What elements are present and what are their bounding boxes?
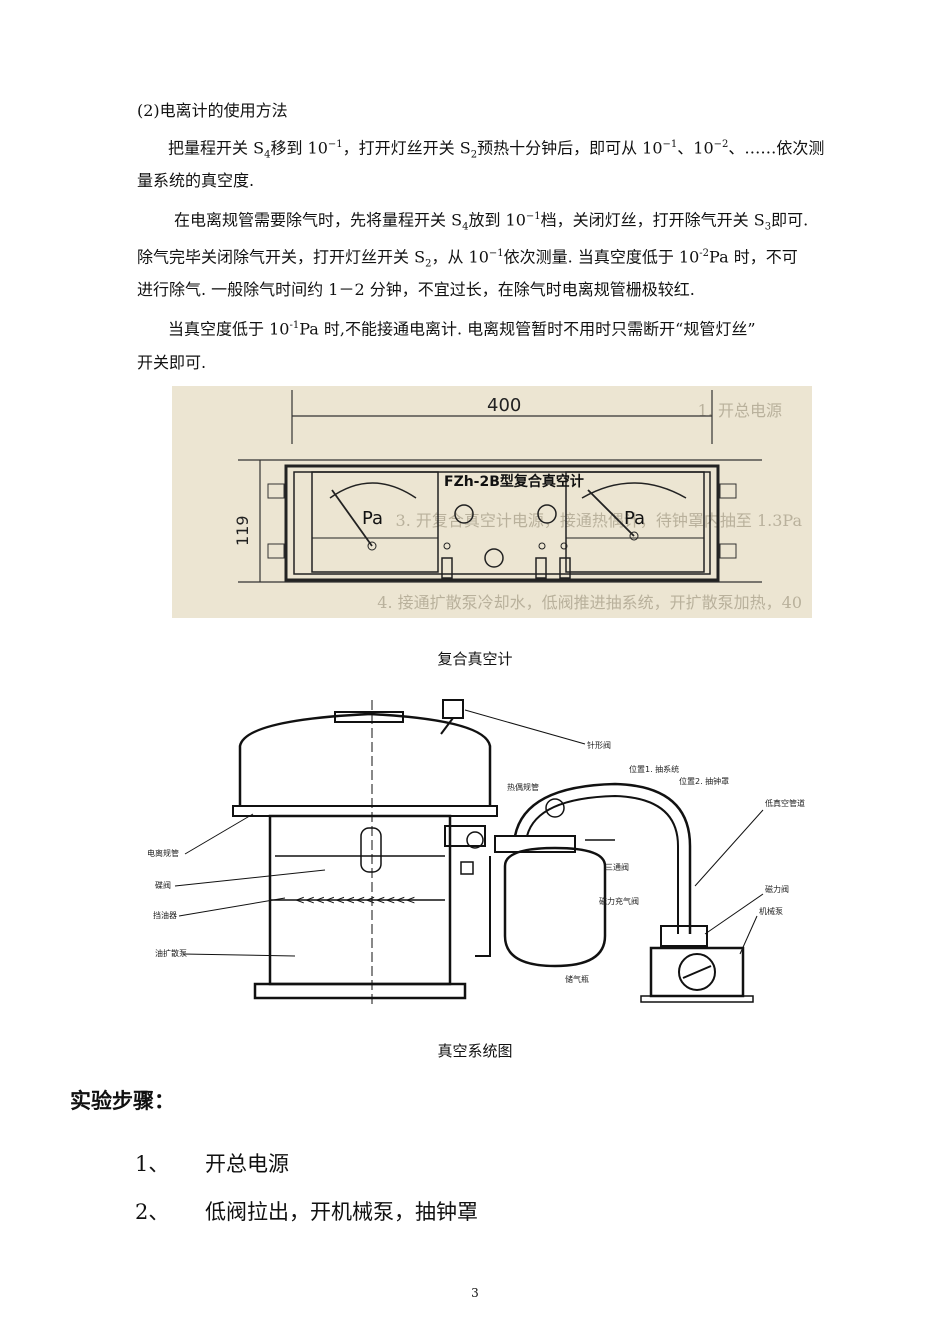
paragraph-3-line-2: 开关即可. — [137, 353, 207, 372]
figure2-caption: 真空系统图 — [437, 1042, 513, 1060]
paragraph-1-line-2: 量系统的真空度. — [137, 171, 255, 190]
dim-height-label: 119 — [233, 515, 252, 546]
composite-vacuum-gauge-figure: 1. 开总电源 3. 开复合真空计电源，接通热偶计，待钟罩内抽至 1.3Pa 4… — [172, 386, 812, 618]
label-ion-gauge: 电离规管 — [147, 848, 179, 858]
paragraph-2-line-1: 在电离规管需要除气时，先将量程开关 S4放到 10−1档，关闭灯丝，打开除气开关… — [174, 210, 809, 233]
step-number: 2、 — [135, 1200, 170, 1224]
label-thermocouple: 热偶规管 — [507, 782, 539, 792]
steps-heading: 实验步骤： — [70, 1089, 175, 1113]
left-meter-unit: Pa — [362, 508, 383, 529]
paragraph-1-line-1: 把量程开关 S4移到 10−1，打开灯丝开关 S2预热十分钟后，即可从 10−1… — [168, 138, 825, 161]
label-high-valve: 碟阀 — [155, 881, 171, 890]
paragraph-2-line-2: 除气完毕关闭除气开关，打开灯丝开关 S2，从 10−1依次测量. 当真空度低于 … — [137, 247, 798, 270]
label-mag-inflate: 磁力充气阀 — [599, 896, 639, 906]
figure1-caption: 复合真空计 — [437, 650, 513, 668]
step-text: 低阀拉出，开机械泵，抽钟罩 — [205, 1200, 478, 1224]
bg-text-2: 3. 开复合真空计电源，接通热偶计，待钟罩内抽至 1.3Pa — [396, 511, 803, 530]
label-needle-valve: 针形阀 — [587, 740, 611, 750]
section-title: (2)电离计的使用方法 — [137, 101, 288, 120]
bg-text-1: 1. 开总电源 — [698, 401, 782, 420]
label-three-way: 三通阀 — [605, 862, 629, 872]
bg-text-3: 4. 接通扩散泵冷却水，低阀推进抽系统，开扩散泵加热，40 — [377, 593, 802, 612]
gauge-panel-drawing: 1. 开总电源 3. 开复合真空计电源，接通热偶计，待钟罩内抽至 1.3Pa 4… — [233, 390, 803, 612]
label-low-vac-pipe: 低真空管道 — [765, 798, 805, 808]
step-number: 1、 — [135, 1152, 170, 1176]
label-solenoid: 磁力阀 — [765, 884, 789, 894]
paragraph-2-line-3: 进行除气. 一般除气时间约 1－2 分钟，不宜过长，在除气时电离规管栅极较红. — [137, 280, 695, 299]
step-item: 2、 低阀拉出，开机械泵，抽钟罩 — [135, 1196, 478, 1226]
paragraph-3-line-1: 当真空度低于 10-1Pa 时,不能接通电离计. 电离规管暂时不用时只需断开“规… — [168, 319, 756, 339]
dim-width-label: 400 — [487, 395, 521, 416]
vacuum-system-figure: 针形阀 <<<<<<<<<<<< 热偶规管 位置1. 抽系统 位置2. 抽钟罩 … — [145, 686, 825, 1016]
label-mech-pump: 机械泵 — [759, 906, 783, 916]
label-gas-tank: 储气瓶 — [565, 974, 589, 984]
label-baffle: 挡油器 — [153, 910, 177, 920]
right-meter-unit: Pa — [624, 508, 645, 529]
step-text: 开总电源 — [205, 1152, 289, 1176]
label-pos1: 位置1. 抽系统 — [629, 764, 679, 774]
page-number: 3 — [471, 1286, 479, 1300]
label-pos2: 位置2. 抽钟罩 — [679, 776, 729, 786]
vacuum-system-drawing: 针形阀 <<<<<<<<<<<< 热偶规管 位置1. 抽系统 位置2. 抽钟罩 … — [147, 699, 805, 1006]
step-item: 1、 开总电源 — [135, 1148, 289, 1178]
label-diff-pump: 油扩散泵 — [155, 948, 187, 958]
panel-title: FZh-2B型复合真空计 — [444, 473, 584, 490]
